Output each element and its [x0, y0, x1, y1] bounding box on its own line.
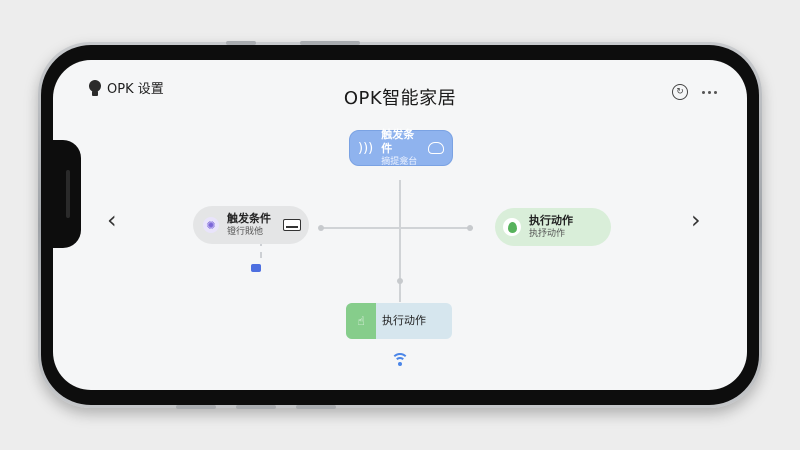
- node-title: 执行动作: [382, 314, 426, 327]
- monitor-icon: [283, 219, 301, 231]
- sparkle-icon: ✺: [203, 217, 219, 233]
- sync-icon[interactable]: ↻: [672, 84, 688, 100]
- touch-icon: ☝: [346, 303, 376, 339]
- more-icon[interactable]: [702, 90, 717, 94]
- action-node-bottom[interactable]: ☝ 执行动作: [346, 303, 452, 339]
- node-subtitle: 摘提龛台: [381, 157, 418, 167]
- volume-button: [226, 41, 256, 45]
- node-subtitle: 执抒动作: [529, 229, 566, 239]
- connector-left-dashed: [260, 240, 262, 258]
- side-button: [176, 405, 216, 409]
- power-button: [300, 41, 360, 45]
- side-button: [296, 405, 336, 409]
- page-title: OPK智能家居: [343, 88, 457, 109]
- action-node-right[interactable]: 执行动作 执抒动作: [495, 208, 611, 246]
- settings-label: OPK 设置: [107, 82, 164, 97]
- connector-dot-left: [318, 225, 324, 231]
- cloud-icon: [427, 142, 444, 154]
- wifi-icon: [390, 352, 410, 366]
- speaker-grille: [66, 170, 70, 218]
- connector-vertical-dashed: [399, 292, 401, 302]
- leaf-icon: [503, 218, 521, 236]
- settings-link[interactable]: OPK 设置: [89, 78, 164, 97]
- node-title: 触发条件: [227, 212, 271, 225]
- connector-vertical: [399, 180, 401, 292]
- node-subtitle: 镫行戝他: [227, 227, 264, 237]
- side-button: [236, 405, 276, 409]
- lightbulb-icon: [89, 79, 101, 96]
- prev-arrow[interactable]: ‹: [107, 206, 117, 234]
- trigger-node-left[interactable]: ✺ 触发条件 镫行戝他: [193, 206, 309, 244]
- sound-wave-icon: ))): [358, 140, 374, 156]
- header-actions: ↻: [672, 84, 717, 100]
- app-screen: OPK 设置 OPK智能家居 ↻ ‹ › ))) 触发条件 摘提龛台 ✺: [53, 60, 747, 390]
- node-title: 触发条件: [381, 128, 415, 155]
- camera-icon: [251, 264, 261, 272]
- next-arrow[interactable]: ›: [691, 206, 701, 234]
- connector-dot-bottom: [397, 278, 403, 284]
- connector-dot-right: [467, 225, 473, 231]
- connector-horizontal: [321, 227, 473, 229]
- node-title: 执行动作: [529, 214, 573, 227]
- trigger-node-top[interactable]: ))) 触发条件 摘提龛台: [349, 128, 453, 167]
